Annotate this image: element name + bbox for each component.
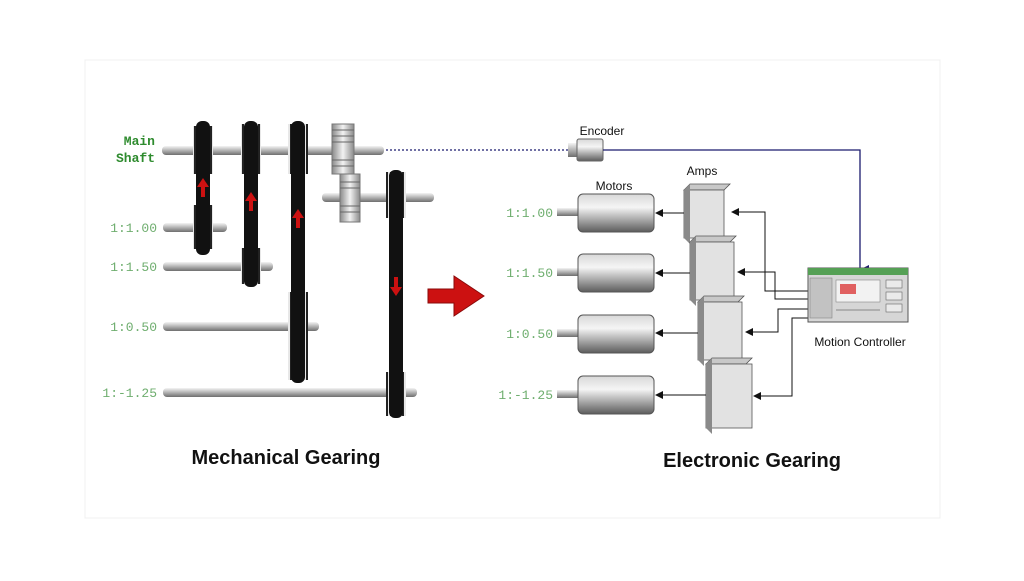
encoder-signal-line: [603, 149, 869, 275]
down-arrow-icon: [390, 277, 402, 296]
right-arrow-icon: [427, 275, 485, 317]
up-arrow-icon: [245, 192, 257, 211]
elec-ratio-label-1: 1:1.00: [506, 206, 553, 221]
motor-4: [557, 375, 655, 415]
elec-ratio-label-4: 1:-1.25: [498, 388, 553, 403]
motor-2: [557, 253, 655, 293]
electronic-section: [557, 138, 909, 434]
mechanical-gearing-title: Mechanical Gearing: [192, 447, 381, 469]
ctrl-amp-link-3: [745, 308, 808, 336]
idler-shaft: [322, 193, 434, 202]
elec-ratio-label-3: 1:0.50: [506, 327, 553, 342]
ctrl-amp-link-4: [753, 317, 808, 400]
up-arrow-icon: [292, 209, 304, 228]
belt-3: [291, 121, 305, 383]
output-shaft-4: [163, 388, 417, 397]
up-arrow-icon: [197, 178, 209, 197]
elec-ratio-label-2: 1:1.50: [506, 266, 553, 281]
electronic-gearing-title: Electronic Gearing: [663, 450, 841, 472]
mech-ratio-label-3: 1:0.50: [110, 320, 157, 335]
amp-3: [697, 295, 745, 366]
main-shaft: [162, 146, 384, 155]
main-shaft-label-line1: Main: [124, 134, 155, 149]
amp-4: [705, 357, 753, 434]
amp-1: [683, 183, 731, 244]
ctrl-amp-link-1: [731, 208, 808, 292]
motion-controller-label: Motion Controller: [814, 335, 905, 349]
motor-3: [557, 314, 655, 354]
mech-ratio-label-1: 1:1.00: [110, 221, 157, 236]
mech-ratio-label-2: 1:1.50: [110, 260, 157, 275]
output-shaft-3: [163, 322, 319, 331]
amps-label: Amps: [687, 164, 718, 178]
encoder-shaft: [568, 143, 578, 157]
ctrl-amp-link-2: [737, 268, 808, 300]
motor-1: [557, 193, 655, 233]
main-shaft-label-line2: Shaft: [116, 151, 155, 166]
amp-2: [689, 235, 737, 306]
motors-label: Motors: [596, 179, 633, 193]
panel-frame: [84, 59, 941, 519]
encoder-block: [576, 138, 604, 162]
motion-controller-device: [807, 267, 909, 323]
mech-ratio-label-4: 1:-1.25: [102, 386, 157, 401]
reversing-gear-lower: [339, 173, 361, 223]
encoder-label: Encoder: [580, 124, 625, 138]
mechanical-section: [162, 121, 568, 418]
